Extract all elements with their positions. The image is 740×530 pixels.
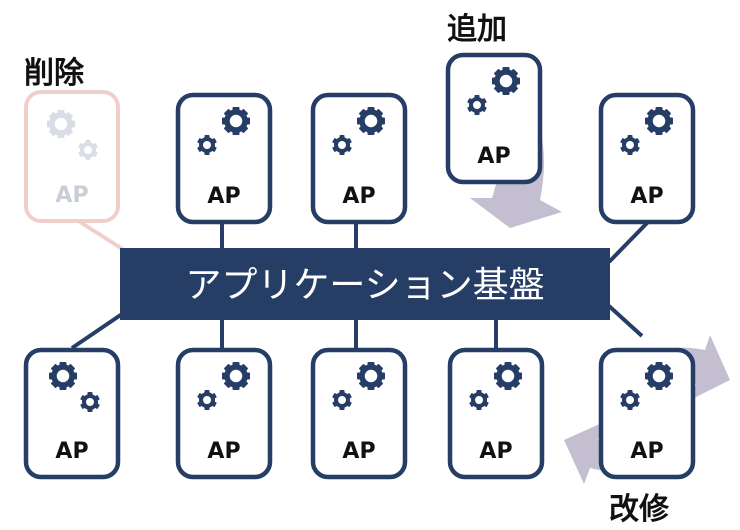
connector-lines xyxy=(70,220,650,350)
deleted-connector-line xyxy=(78,220,126,252)
platform-bar xyxy=(120,248,610,320)
ap-label: AP xyxy=(55,439,88,464)
modify-label: 改修 xyxy=(609,492,669,527)
ap-module-box xyxy=(175,92,273,225)
ap-label: AP xyxy=(630,184,663,209)
ap-module-top-1: AP xyxy=(175,92,273,225)
ap-label: AP xyxy=(342,439,375,464)
ap-module-bottom-1: AP xyxy=(23,347,121,480)
ap-module-box xyxy=(447,347,545,480)
ap-label: AP xyxy=(207,184,240,209)
ap-module-box xyxy=(598,92,696,225)
deleted-ap-module: AP xyxy=(24,90,120,223)
ap-module-added: AP xyxy=(445,52,543,185)
ap-module-top-4: AP xyxy=(598,92,696,225)
ap-label: AP xyxy=(207,439,240,464)
ap-label: AP xyxy=(479,439,512,464)
ap-module-bottom-2: AP xyxy=(175,347,273,480)
ap-module-box xyxy=(310,92,408,225)
ap-module-box xyxy=(598,347,696,480)
ap-module-top-2: AP xyxy=(310,92,408,225)
ap-module-bottom-3: AP xyxy=(310,347,408,480)
add-label: 追加 xyxy=(447,12,507,47)
ap-label: AP xyxy=(630,439,663,464)
ap-module-modified: AP xyxy=(598,347,696,480)
ap-module-box xyxy=(23,347,121,480)
platform-label: アプリケーション基盤 xyxy=(185,265,544,306)
ap-label: AP xyxy=(55,183,88,208)
delete-label: 削除 xyxy=(24,56,84,91)
ap-label: AP xyxy=(342,184,375,209)
ap-module-box xyxy=(175,347,273,480)
ap-label: AP xyxy=(477,144,510,169)
ap-module-box xyxy=(445,52,543,185)
ap-module-box xyxy=(310,347,408,480)
ap-module-bottom-4: AP xyxy=(447,347,545,480)
